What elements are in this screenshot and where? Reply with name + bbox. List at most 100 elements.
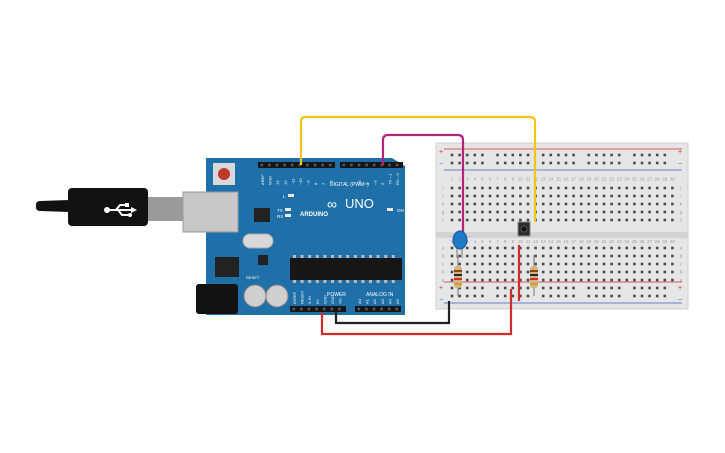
breadboard-hole[interactable] [496,262,499,266]
breadboard-hole[interactable] [648,294,651,298]
breadboard-hole[interactable] [595,278,598,282]
header-pin[interactable] [365,163,368,167]
breadboard-hole[interactable] [610,153,613,157]
header-pin[interactable] [290,163,294,167]
breadboard-hole[interactable] [557,186,560,190]
usb-cable[interactable] [36,188,184,226]
breadboard-hole[interactable] [587,286,591,290]
breadboard-hole[interactable] [655,161,659,165]
header-pin[interactable] [306,163,309,167]
breadboard-hole[interactable] [572,186,575,190]
breadboard-hole[interactable] [465,254,469,258]
breadboard-hole[interactable] [572,246,575,250]
breadboard-hole[interactable] [640,161,644,165]
breadboard-hole[interactable] [526,210,530,214]
breadboard-hole[interactable] [496,153,499,157]
breadboard-hole[interactable] [640,254,644,258]
breadboard-hole[interactable] [640,186,644,190]
breadboard-hole[interactable] [481,286,484,290]
breadboard-hole[interactable] [617,294,621,298]
breadboard-hole[interactable] [587,262,591,266]
breadboard-hole[interactable] [617,246,621,250]
breadboard-hole[interactable] [519,194,522,198]
breadboard-hole[interactable] [579,270,583,274]
wires[interactable] [299,115,537,336]
breadboard-hole[interactable] [473,286,477,290]
breadboard-hole[interactable] [640,218,644,222]
breadboard-hole[interactable] [488,270,492,274]
breadboard-hole[interactable] [450,210,454,214]
breadboard-hole[interactable] [557,153,560,157]
breadboard-hole[interactable] [549,270,553,274]
breadboard-hole[interactable] [564,153,568,157]
breadboard-hole[interactable] [587,161,591,165]
breadboard-hole[interactable] [481,194,484,198]
breadboard-hole[interactable] [557,294,560,298]
breadboard-hole[interactable] [465,210,469,214]
header-pin[interactable] [321,163,324,167]
breadboard-hole[interactable] [481,202,484,206]
breadboard-hole[interactable] [564,202,568,206]
breadboard-hole[interactable] [572,202,575,206]
breadboard-hole[interactable] [496,294,499,298]
breadboard-hole[interactable] [526,294,530,298]
breadboard-hole[interactable] [564,286,568,290]
wire-yellow[interactable] [299,115,537,222]
breadboard-hole[interactable] [610,210,613,214]
breadboard-hole[interactable] [610,286,613,290]
breadboard-hole[interactable] [572,194,575,198]
breadboard-hole[interactable] [595,218,598,222]
breadboard-hole[interactable] [557,270,560,274]
breadboard-hole[interactable] [450,254,454,258]
breadboard-hole[interactable] [549,254,553,258]
header-pin[interactable] [380,307,383,311]
breadboard-hole[interactable] [648,286,651,290]
breadboard-hole[interactable] [671,278,674,282]
breadboard-hole[interactable] [557,262,560,266]
breadboard[interactable]: − + + − + − + − jjiihhggffeeddccbbaa1122… [435,142,689,310]
breadboard-hole[interactable] [549,218,553,222]
breadboard-hole[interactable] [655,194,659,198]
breadboard-hole[interactable] [663,186,667,190]
breadboard-hole[interactable] [587,218,591,222]
breadboard-hole[interactable] [671,202,674,206]
breadboard-hole[interactable] [587,294,591,298]
breadboard-hole[interactable] [519,286,522,290]
breadboard-hole[interactable] [625,218,629,222]
breadboard-hole[interactable] [458,161,461,165]
breadboard-hole[interactable] [610,254,613,258]
breadboard-hole[interactable] [458,194,461,198]
breadboard-hole[interactable] [602,202,606,206]
breadboard-hole[interactable] [663,270,667,274]
breadboard-hole[interactable] [557,202,560,206]
breadboard-hole[interactable] [655,218,659,222]
breadboard-hole[interactable] [633,254,636,258]
breadboard-hole[interactable] [526,161,530,165]
breadboard-hole[interactable] [519,254,522,258]
breadboard-hole[interactable] [450,161,454,165]
breadboard-hole[interactable] [633,210,636,214]
breadboard-hole[interactable] [526,218,530,222]
breadboard-hole[interactable] [473,246,477,250]
breadboard-hole[interactable] [595,270,598,274]
breadboard-hole[interactable] [488,246,492,250]
breadboard-hole[interactable] [488,210,492,214]
breadboard-hole[interactable] [617,254,621,258]
breadboard-hole[interactable] [503,186,507,190]
breadboard-hole[interactable] [481,278,484,282]
breadboard-hole[interactable] [534,254,537,258]
breadboard-hole[interactable] [579,186,583,190]
breadboard-hole[interactable] [564,210,568,214]
breadboard-hole[interactable] [481,161,484,165]
breadboard-hole[interactable] [503,262,507,266]
breadboard-hole[interactable] [655,254,659,258]
reset-button-cap[interactable] [218,168,230,180]
breadboard-hole[interactable] [496,218,499,222]
breadboard-hole[interactable] [473,161,477,165]
breadboard-hole[interactable] [610,294,613,298]
breadboard-hole[interactable] [541,294,545,298]
breadboard-hole[interactable] [450,286,454,290]
breadboard-hole[interactable] [496,186,499,190]
breadboard-hole[interactable] [557,246,560,250]
breadboard-hole[interactable] [625,186,629,190]
